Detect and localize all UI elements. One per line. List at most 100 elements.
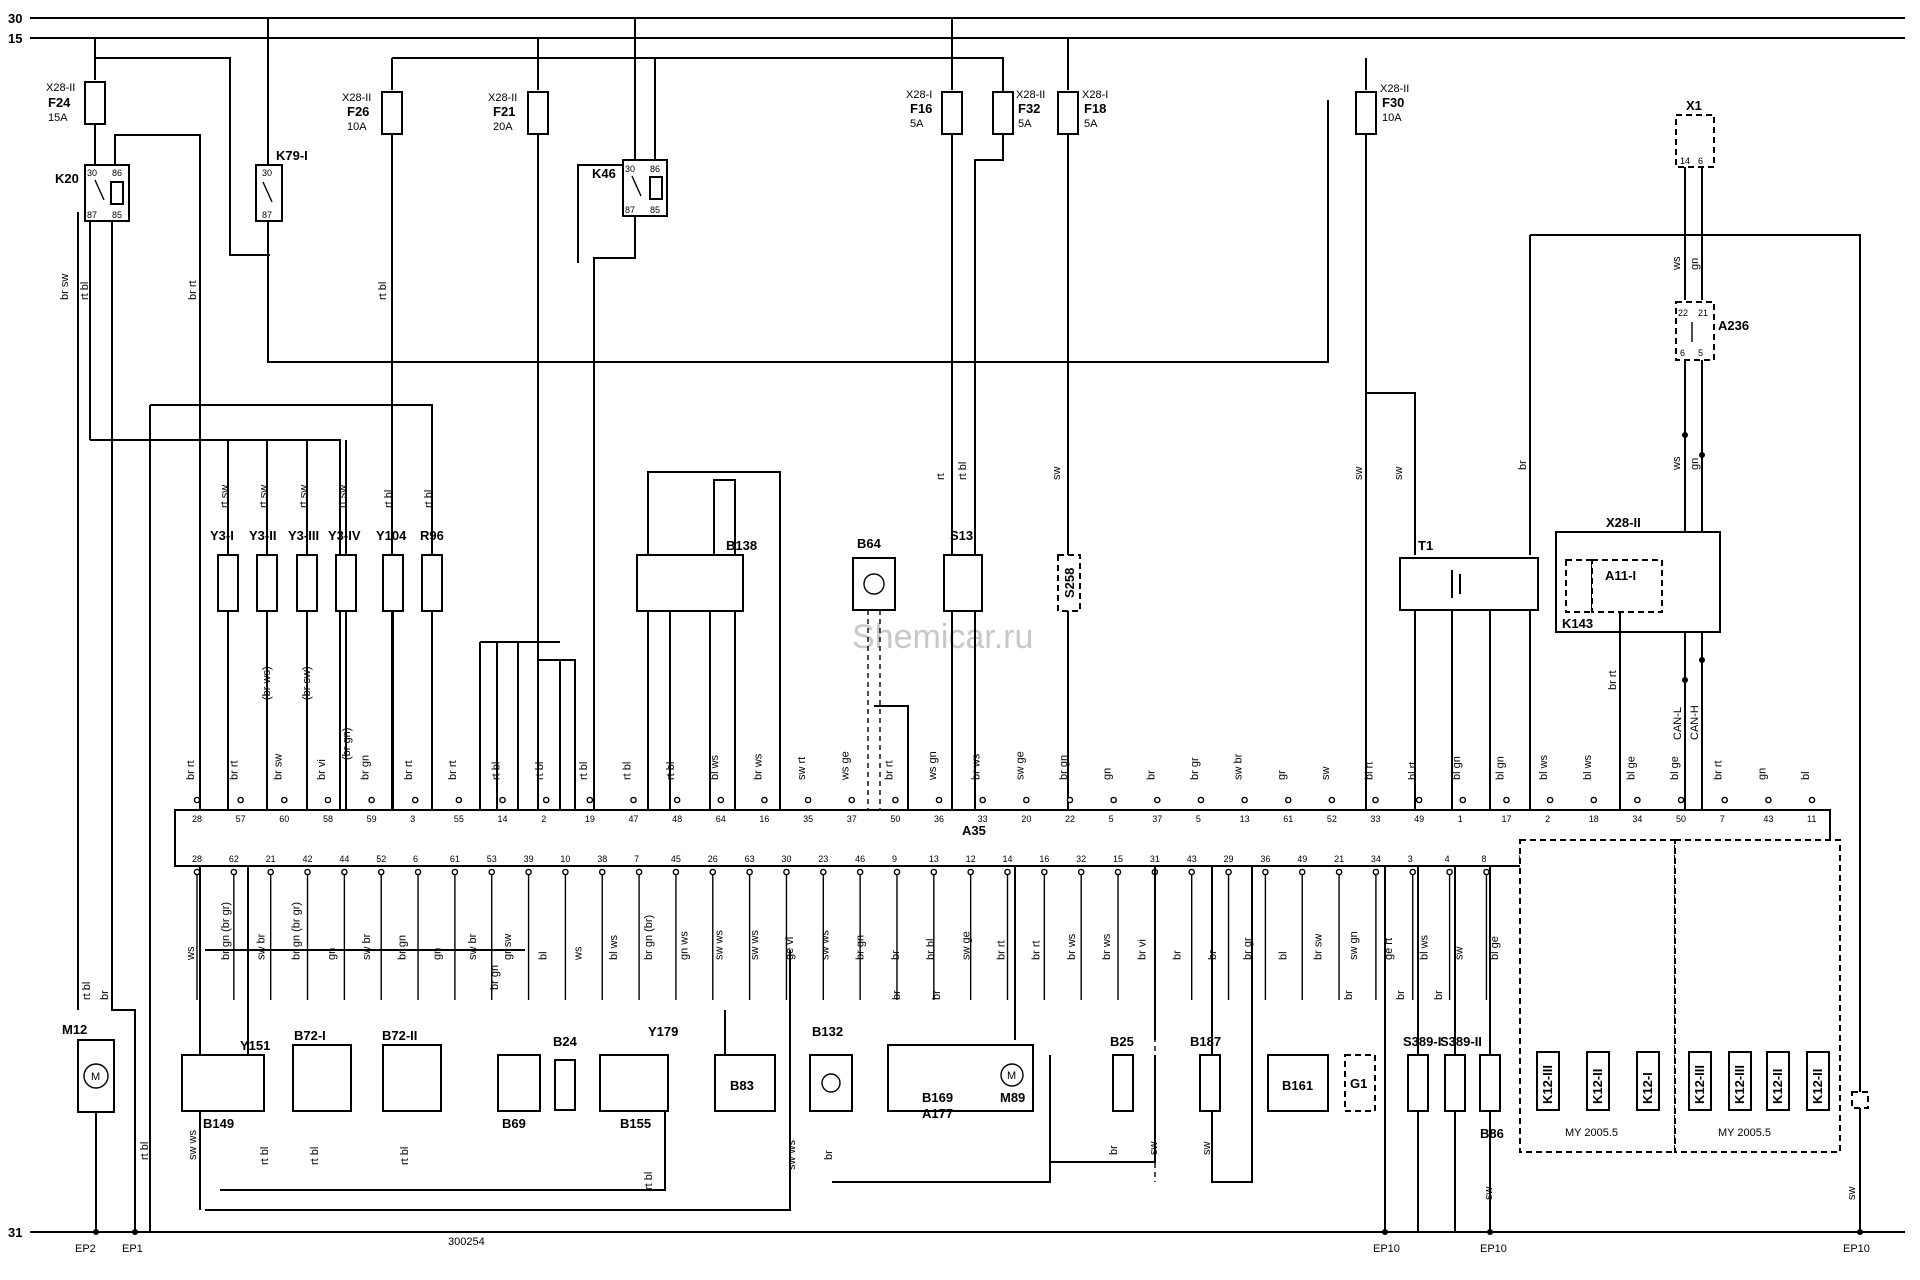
ecu-pin: 29: [1224, 854, 1234, 864]
relay-k20-label: K20: [55, 171, 79, 186]
k12-label: K12-III: [1692, 1065, 1707, 1104]
b24-label: B24: [553, 1034, 578, 1049]
svg-text:M: M: [1007, 1070, 1016, 1082]
ecu-pin: 21: [1334, 854, 1344, 864]
wire-color-label: sw gn: [1348, 931, 1360, 960]
svg-text:86: 86: [650, 164, 660, 174]
svg-text:6: 6: [1680, 348, 1685, 358]
wire-color-label: sw: [1393, 467, 1405, 481]
wire-color-label: br: [890, 950, 902, 960]
ecu-pin: 37: [1152, 814, 1162, 824]
wire-color-label: br: [891, 990, 903, 1000]
fuse-rating: 10A: [347, 121, 367, 133]
wire-color-label: sw ws: [819, 930, 831, 960]
ecu-pin: 34: [1371, 854, 1381, 864]
wire-color-label: br gn (br gr): [220, 902, 232, 960]
fuse-conn: X28-II: [1380, 83, 1409, 95]
ecu-pin: 14: [1003, 854, 1013, 864]
k12-box: [1536, 1051, 1560, 1111]
fuse-conn: X28-II: [1016, 89, 1045, 101]
wire-color-label: br rt: [447, 760, 459, 780]
fuse-name: F26: [347, 104, 369, 119]
relay-k79: [255, 164, 283, 222]
svg-text:87: 87: [87, 210, 97, 220]
ecu-pin: 2: [541, 814, 546, 824]
ground-points: EP2 EP1 EP10 EP10 EP10 300254: [75, 1112, 1870, 1255]
transformer-t1: T1: [1399, 538, 1539, 810]
k12-box: [1806, 1051, 1830, 1111]
b155-box: [599, 1054, 669, 1112]
wire-color-label: sw br: [361, 933, 373, 960]
wire-color-label: br rt: [883, 760, 895, 780]
ecu-pin: 59: [367, 814, 377, 824]
wire-color-label: br gn: [855, 935, 867, 960]
ecu-pin: 50: [890, 814, 900, 824]
wire-color-label: ws: [573, 946, 585, 961]
lower-components: M M12 B149 Y151 B72-I B72-II B69 B24 B15…: [62, 839, 1869, 1232]
wire-color-label: sw br: [467, 933, 479, 960]
ecu-pin: 12: [966, 854, 976, 864]
wire-color-label: bl rt: [1407, 762, 1419, 780]
wire-color-label: br gn: [396, 935, 408, 960]
b69-box: [497, 1054, 541, 1112]
b83-box: [714, 1054, 776, 1112]
wire-color-label: ws: [1671, 456, 1683, 471]
wire-color-label: rt bl: [377, 282, 389, 300]
wire-color-label: sw rt: [796, 757, 808, 780]
g1-box: [1344, 1054, 1376, 1112]
a177-label: A177: [922, 1106, 953, 1121]
y3iii-label: Y3-III: [288, 528, 319, 543]
wire-color-label: (br ws): [261, 666, 273, 700]
wire-color-label: rt bl: [957, 462, 969, 480]
wire-color-label: (br gn): [341, 728, 353, 760]
wire-color-label: br sw: [1313, 934, 1325, 960]
wire-color-label: br vi: [316, 759, 328, 780]
y179-label: Y179: [648, 1024, 678, 1039]
ecu-pin: 38: [597, 854, 607, 864]
wire-color-label: rt bl: [383, 490, 395, 508]
k143-box: [1565, 559, 1593, 613]
wire-color-label: br sw: [59, 274, 71, 300]
wire-color-label: ge rt: [1383, 938, 1395, 960]
ground-label: EP10: [1373, 1243, 1400, 1255]
wire-color-label: sw ws: [714, 930, 726, 960]
wire-color-label: br gn (br): [643, 915, 655, 960]
ecu-pin: 23: [818, 854, 828, 864]
ecu-pin: 33: [1371, 814, 1381, 824]
b149-box: [181, 1054, 265, 1112]
ecu-pin: 58: [323, 814, 333, 824]
wire-color-label: sw: [1353, 467, 1365, 481]
wire-color-label: sw br: [255, 933, 267, 960]
fuse-f18: [1057, 91, 1079, 135]
wire-color-label: br rt: [1607, 670, 1619, 690]
fuse-f24: [84, 81, 106, 125]
wire-color-label: rt bl: [621, 762, 633, 780]
ecu-pin: 13: [929, 854, 939, 864]
y3ii-box: [256, 554, 278, 612]
motor-icon: [83, 1063, 109, 1089]
s389i-label: S389-I: [1403, 1034, 1441, 1049]
svg-text:85: 85: [650, 205, 660, 215]
y104-label: Y104: [376, 528, 407, 543]
a236-label: A236: [1718, 318, 1749, 333]
wire-color-label: bl gn: [1494, 756, 1506, 780]
wire-color-label: br rt: [229, 760, 241, 780]
ecu-pin: 60: [279, 814, 289, 824]
wire-color-label: br gn: [1058, 755, 1070, 780]
b72i-label: B72-I: [294, 1028, 326, 1043]
ecu-pin: 3: [1408, 854, 1413, 864]
t1-label: T1: [1418, 538, 1433, 553]
wire-color-label: rt bl: [139, 1142, 151, 1160]
ecu-label: A35: [962, 823, 986, 838]
wire-color-label: bl ws: [1418, 934, 1430, 960]
fuse-f21: [527, 91, 549, 135]
ecu-pin: 42: [303, 854, 313, 864]
motor-icon: [1000, 1063, 1024, 1087]
svg-text:30: 30: [625, 164, 635, 174]
s258-label: S258: [1062, 568, 1077, 598]
relay-k79-label: K79-I: [276, 148, 308, 163]
m89-label: M89: [1000, 1090, 1025, 1105]
svg-text:85: 85: [112, 210, 122, 220]
